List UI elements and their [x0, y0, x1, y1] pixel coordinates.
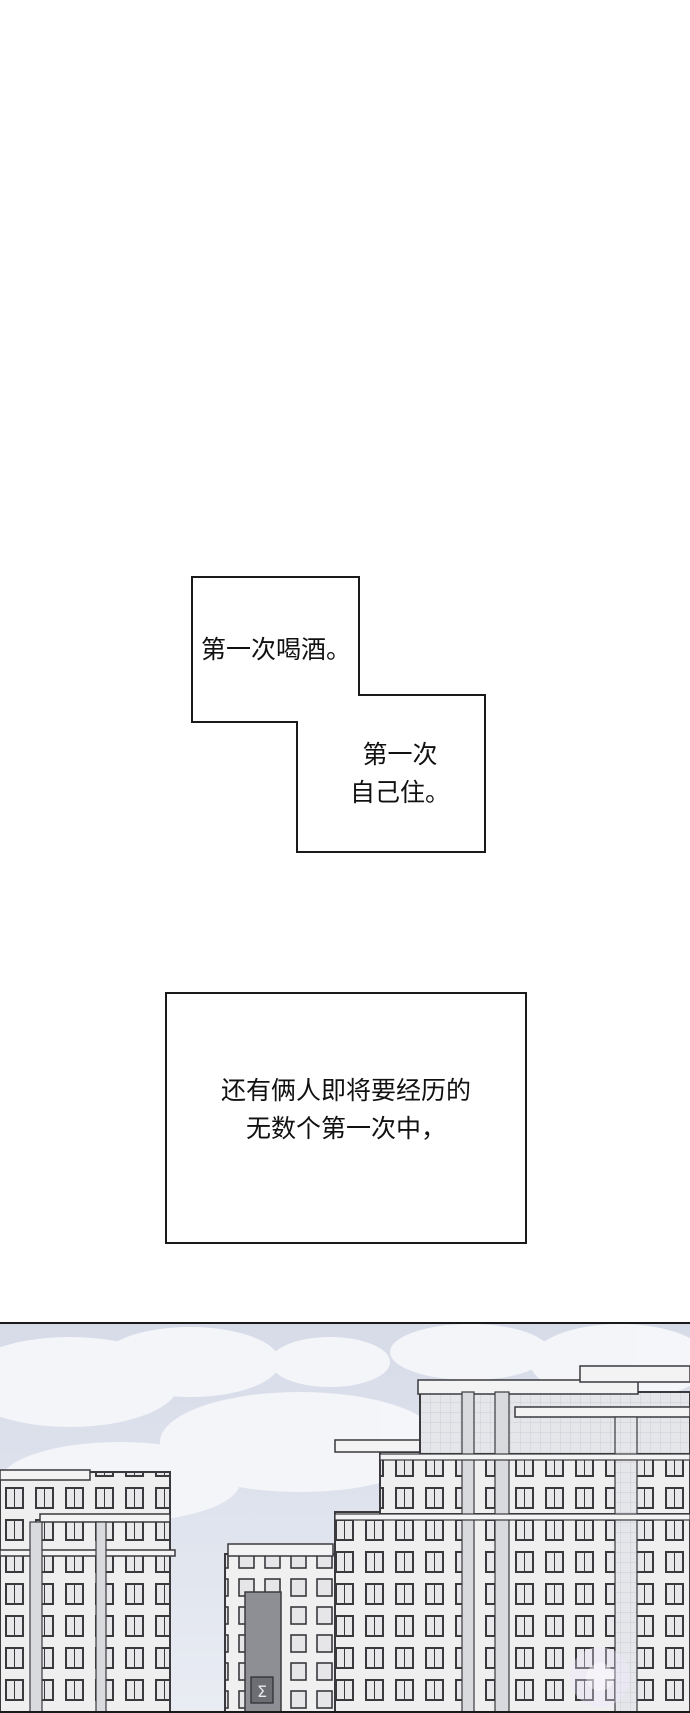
sigma-sign-icon: Σ	[257, 1682, 267, 1701]
caption-living-alone-line1: 第一次	[362, 740, 438, 769]
caption-firsts-line2: 无数个第一次中，	[245, 1114, 446, 1143]
caption-box-notched	[191, 576, 486, 853]
caption-box-firsts: 还有俩人即将要经历的 无数个第一次中，	[165, 992, 527, 1244]
right-building	[334, 1365, 690, 1713]
buildings-panel: Σ	[0, 1322, 690, 1713]
caption-living-alone-line2: 自己住。	[349, 778, 450, 807]
caption-first-drink: 第一次喝酒。	[200, 635, 351, 664]
caption-firsts-line1: 还有俩人即将要经历的	[220, 1076, 471, 1105]
left-building	[0, 1469, 176, 1713]
middle-building: Σ	[224, 1543, 336, 1713]
